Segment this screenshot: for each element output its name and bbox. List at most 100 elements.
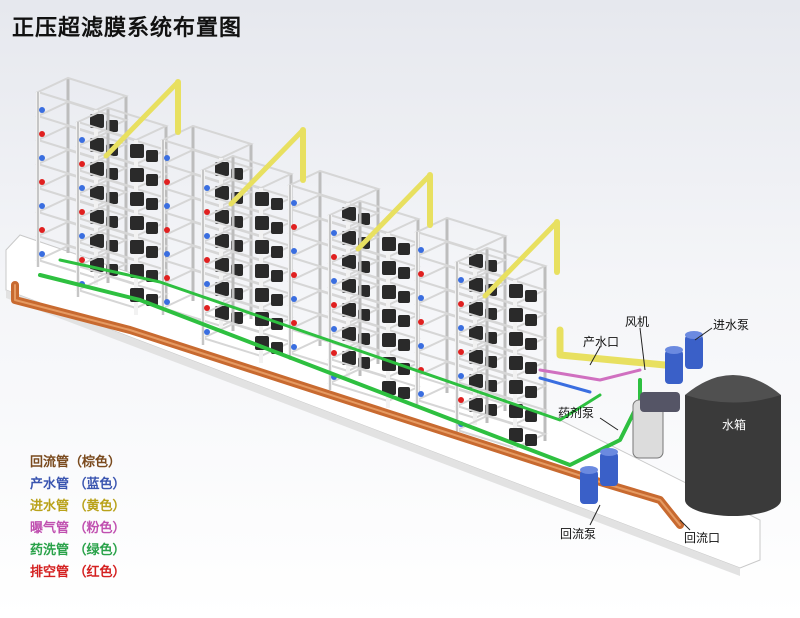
membrane-module bbox=[342, 327, 356, 341]
membrane-module bbox=[398, 267, 410, 279]
valve bbox=[204, 305, 210, 311]
membrane-module bbox=[398, 339, 410, 351]
membrane-module bbox=[509, 356, 523, 370]
aeration-pipe bbox=[538, 368, 642, 382]
valve bbox=[458, 277, 464, 283]
water-tank bbox=[685, 395, 781, 516]
valve bbox=[418, 319, 424, 325]
valve bbox=[418, 295, 424, 301]
membrane-module bbox=[398, 291, 410, 303]
legend-feed-pipe: 进水管 （黄色） bbox=[30, 499, 126, 514]
membrane-module bbox=[398, 387, 410, 399]
feed-pipe-branch bbox=[355, 172, 433, 252]
membrane-module bbox=[398, 243, 410, 255]
valve bbox=[39, 203, 45, 209]
membrane-module bbox=[382, 261, 396, 275]
return-pump bbox=[580, 470, 598, 504]
membrane-module bbox=[215, 258, 229, 272]
membrane-module bbox=[382, 285, 396, 299]
leader-product-outlet bbox=[589, 346, 601, 366]
valve bbox=[458, 373, 464, 379]
label-feed-pump: 进水泵 bbox=[713, 318, 750, 332]
valve bbox=[458, 325, 464, 331]
valve bbox=[291, 320, 297, 326]
membrane-module bbox=[255, 264, 269, 278]
membrane-module bbox=[90, 138, 104, 152]
membrane-module bbox=[90, 162, 104, 176]
membrane-module bbox=[130, 240, 144, 254]
return-pump bbox=[600, 452, 618, 486]
valve bbox=[204, 209, 210, 215]
valve bbox=[79, 257, 85, 263]
membrane-module bbox=[469, 350, 483, 364]
valve bbox=[291, 224, 297, 230]
membrane-module bbox=[509, 380, 523, 394]
valve bbox=[39, 227, 45, 233]
base-platform-edge bbox=[6, 290, 740, 576]
valve bbox=[331, 230, 337, 236]
label-water-tank: 水箱 bbox=[722, 418, 747, 432]
valve bbox=[164, 227, 170, 233]
legend-return-pipe: 回流管（棕色） bbox=[30, 455, 122, 470]
valve bbox=[164, 155, 170, 161]
membrane-module bbox=[469, 326, 483, 340]
membrane-module bbox=[382, 309, 396, 323]
valve bbox=[458, 349, 464, 355]
membrane-module bbox=[271, 246, 283, 258]
membrane-module bbox=[146, 174, 158, 186]
valve bbox=[39, 179, 45, 185]
valve bbox=[418, 343, 424, 349]
membrane-module bbox=[146, 198, 158, 210]
membrane-module bbox=[509, 308, 523, 322]
membrane-module bbox=[382, 237, 396, 251]
membrane-module bbox=[525, 290, 537, 302]
membrane-module bbox=[342, 255, 356, 269]
membrane-module bbox=[130, 192, 144, 206]
chem-wash-pipe bbox=[58, 258, 602, 422]
equipment-group bbox=[580, 327, 781, 531]
membrane-module bbox=[509, 332, 523, 346]
membrane-module bbox=[525, 386, 537, 398]
valve bbox=[418, 271, 424, 277]
valve bbox=[164, 179, 170, 185]
membrane-module bbox=[342, 279, 356, 293]
valve bbox=[39, 251, 45, 257]
valve bbox=[39, 155, 45, 161]
feed-pipe-header bbox=[556, 326, 669, 369]
membrane-module bbox=[215, 306, 229, 320]
rack-shelf bbox=[454, 414, 548, 450]
feed-pump-cap bbox=[685, 331, 703, 339]
legend-product-pipe: 产水管 （蓝色） bbox=[30, 477, 126, 492]
membrane-module bbox=[469, 302, 483, 316]
valve bbox=[458, 397, 464, 403]
valve bbox=[39, 131, 45, 137]
membrane-module bbox=[215, 282, 229, 296]
membrane-module bbox=[382, 381, 396, 395]
membrane-module bbox=[271, 222, 283, 234]
membrane-module bbox=[255, 192, 269, 206]
feed-pump-cap bbox=[665, 346, 683, 354]
valve bbox=[164, 251, 170, 257]
valve bbox=[204, 281, 210, 287]
valve bbox=[291, 344, 297, 350]
membrane-module bbox=[146, 246, 158, 258]
product-pipe bbox=[538, 376, 592, 394]
valve bbox=[331, 278, 337, 284]
valve bbox=[418, 247, 424, 253]
return-pipe-highlight bbox=[14, 284, 681, 526]
membrane-module bbox=[215, 162, 229, 176]
membrane-module bbox=[509, 284, 523, 298]
membrane-module bbox=[130, 168, 144, 182]
membrane-module bbox=[469, 398, 483, 412]
valve bbox=[79, 161, 85, 167]
membrane-module bbox=[525, 410, 537, 422]
rack-shelf bbox=[75, 274, 169, 310]
valve bbox=[164, 275, 170, 281]
membrane-module bbox=[215, 234, 229, 248]
membrane-racks bbox=[35, 76, 548, 455]
feed-pipe-branch bbox=[103, 79, 181, 159]
membrane-module bbox=[509, 428, 523, 442]
feed-pipe-branch bbox=[482, 219, 560, 299]
return-pump-cap bbox=[600, 448, 618, 456]
